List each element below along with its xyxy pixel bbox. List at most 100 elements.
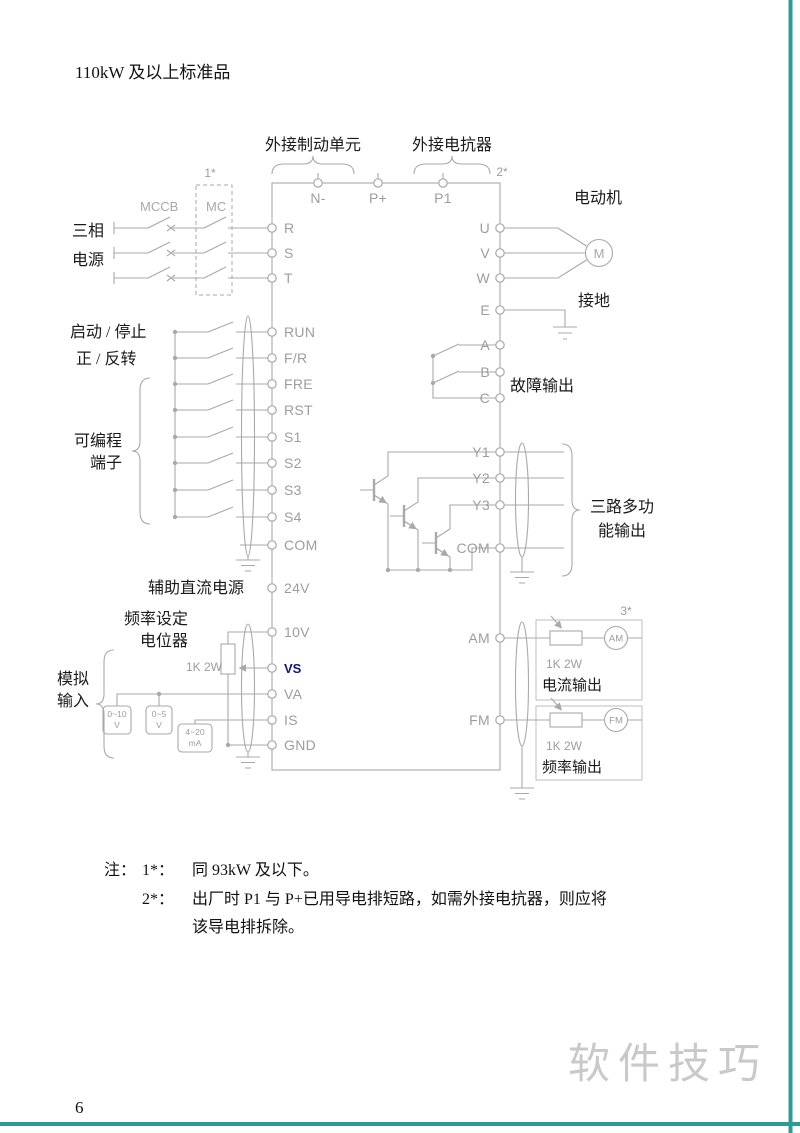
contactor-label: MC	[206, 199, 226, 214]
frequency-pot-section: 频率设定 电位器 10V 1K 2W VS VA IS GND	[124, 610, 316, 753]
cable-shield-icon	[514, 621, 530, 747]
motor-icon	[584, 238, 614, 268]
range-4-20-label: 4~20	[185, 727, 204, 737]
fm-pot-wiper-arrow	[550, 697, 563, 711]
terminal-label-a: A	[480, 337, 490, 353]
terminal-label-y3: Y3	[472, 497, 490, 513]
motor-section: 电动机 U V W M E 接地	[476, 189, 622, 318]
terminal-label-s4: S4	[284, 509, 302, 525]
terminal-label-p-plus: P+	[369, 190, 387, 206]
range-0-5-label: 0~5	[152, 709, 167, 719]
page-number: 6	[75, 1098, 84, 1117]
terminal-label-am: AM	[468, 630, 490, 646]
am-pot-value: 1K 2W	[546, 657, 583, 671]
programmable-label-line2: 端子	[90, 454, 122, 472]
note1-marker: 1*：	[142, 862, 174, 879]
wires	[113, 173, 642, 800]
reactor-label: 外接电抗器	[412, 136, 492, 154]
note-marker-1: 1*	[204, 166, 216, 180]
aux-supply-section: 辅助直流电源 24V	[148, 579, 310, 597]
terminal-label-s1: S1	[284, 429, 302, 445]
freq-set-label-line2: 电位器	[140, 632, 188, 650]
power-input-section: MCCB MC 三相 电源 R S T	[72, 199, 294, 286]
frequency-output-section: FM 1K 2W FM 频率输出	[469, 712, 623, 776]
brake-unit-brace	[271, 155, 355, 175]
am-meter-icon	[603, 625, 629, 651]
frequency-pot-icon	[220, 643, 236, 675]
breaker-label: MCCB	[140, 199, 178, 214]
cable-shield-icon	[514, 442, 530, 558]
range-0-10-label: 0~10	[107, 709, 126, 719]
transistor-wires	[360, 451, 496, 571]
terminal-label-p1: P1	[434, 190, 452, 206]
fault-relay-wires	[432, 344, 496, 399]
am-pot-icon	[549, 630, 583, 646]
shield-ground-3	[510, 557, 534, 584]
terminal-label-gnd: GND	[284, 737, 316, 753]
range-0-10-unit: V	[114, 720, 120, 730]
notes-prefix: 注：	[104, 861, 136, 879]
fault-relay-blades	[432, 343, 460, 384]
brake-unit-label: 外接制动单元	[265, 136, 361, 154]
transistor-emitter-arrow	[403, 520, 417, 530]
analog-input-section: 模拟 输入 0~10 V 0~5 V 4~20 mA	[57, 670, 205, 748]
terminal-label-is: IS	[284, 712, 298, 728]
multi-output-label-line2: 能输出	[598, 522, 646, 540]
note2-text-line1: 出厂时 P1 与 P+已用导电排短路，如需外接电抗器，则应将	[192, 889, 607, 908]
terminal-label-s: S	[284, 245, 294, 261]
cable-shield-icon	[240, 623, 256, 753]
shielded-cable-icons	[240, 315, 530, 753]
inverter-box	[271, 182, 501, 771]
programmable-brace	[131, 377, 151, 525]
multi-output-section: Y1 Y2 Y3 COM 三路多功 能输出	[456, 444, 654, 556]
page-title: 110kW 及以上标准品	[75, 63, 230, 82]
terminal-label-w: W	[476, 270, 490, 286]
bottom-border-line	[0, 1122, 800, 1126]
note2-text-line2: 该导电排拆除。	[192, 918, 304, 936]
terminal-label-u: U	[480, 220, 490, 236]
terminal-label-fm: FM	[469, 712, 490, 728]
terminal-label-c: C	[480, 390, 490, 406]
transistor-emitter-arrow	[373, 494, 387, 504]
note-marker-3: 3*	[620, 604, 632, 618]
terminal-label-24v: 24V	[284, 580, 310, 596]
terminal-label-t: T	[284, 270, 293, 286]
analog-output-boxes	[535, 619, 643, 781]
fault-output-section: A B C 故障输出	[480, 337, 574, 406]
braces	[95, 155, 581, 759]
current-output-section: AM 1K 2W AM 电流输出 3*	[468, 604, 632, 694]
terminal-label-n: N-	[310, 190, 325, 206]
shield-ground-1	[236, 556, 260, 572]
analog-input-label-line1: 模拟	[57, 670, 89, 688]
aux-supply-label: 辅助直流电源	[148, 579, 244, 597]
range-0-10v-box	[102, 705, 132, 735]
note2-marker: 2*：	[142, 891, 174, 908]
freq-set-label-line1: 频率设定	[124, 610, 188, 628]
motor-symbol: M	[594, 246, 605, 261]
terminal-label-y2: Y2	[472, 470, 490, 486]
top-section: 外接制动单元 外接电抗器 N- P+ P1 1* 2*	[204, 136, 508, 206]
am-meter-label: AM	[609, 634, 623, 645]
terminal-circles	[267, 178, 505, 750]
pot-value-label: 1K 2W	[186, 660, 223, 674]
frequency-output-label: 频率输出	[542, 759, 602, 776]
power-wires	[113, 222, 268, 284]
earth-wire	[504, 309, 577, 340]
note1-text: 同 93kW 及以下。	[192, 862, 319, 879]
fm-meter-label: FM	[609, 716, 623, 727]
cable-shield-icon	[240, 315, 256, 557]
terminal-label-rst: RST	[284, 402, 313, 418]
analog-input-label-line2: 输入	[57, 692, 89, 710]
multi-output-label-line1: 三路多功	[590, 498, 654, 516]
terminal-label-fr: F/R	[284, 350, 307, 366]
range-0-5-unit: V	[156, 720, 162, 730]
terminal-label-s3: S3	[284, 482, 302, 498]
terminal-label-s2: S2	[284, 455, 302, 471]
terminal-label-e: E	[480, 302, 490, 318]
terminal-label-y1: Y1	[472, 444, 490, 460]
terminal-label-r: R	[284, 220, 294, 236]
potentiometer-icons	[220, 630, 583, 728]
digital-input-section: 启动 / 停止 正 / 反转 可编程 端子 RUN F/R FRE RST S1…	[70, 323, 317, 553]
